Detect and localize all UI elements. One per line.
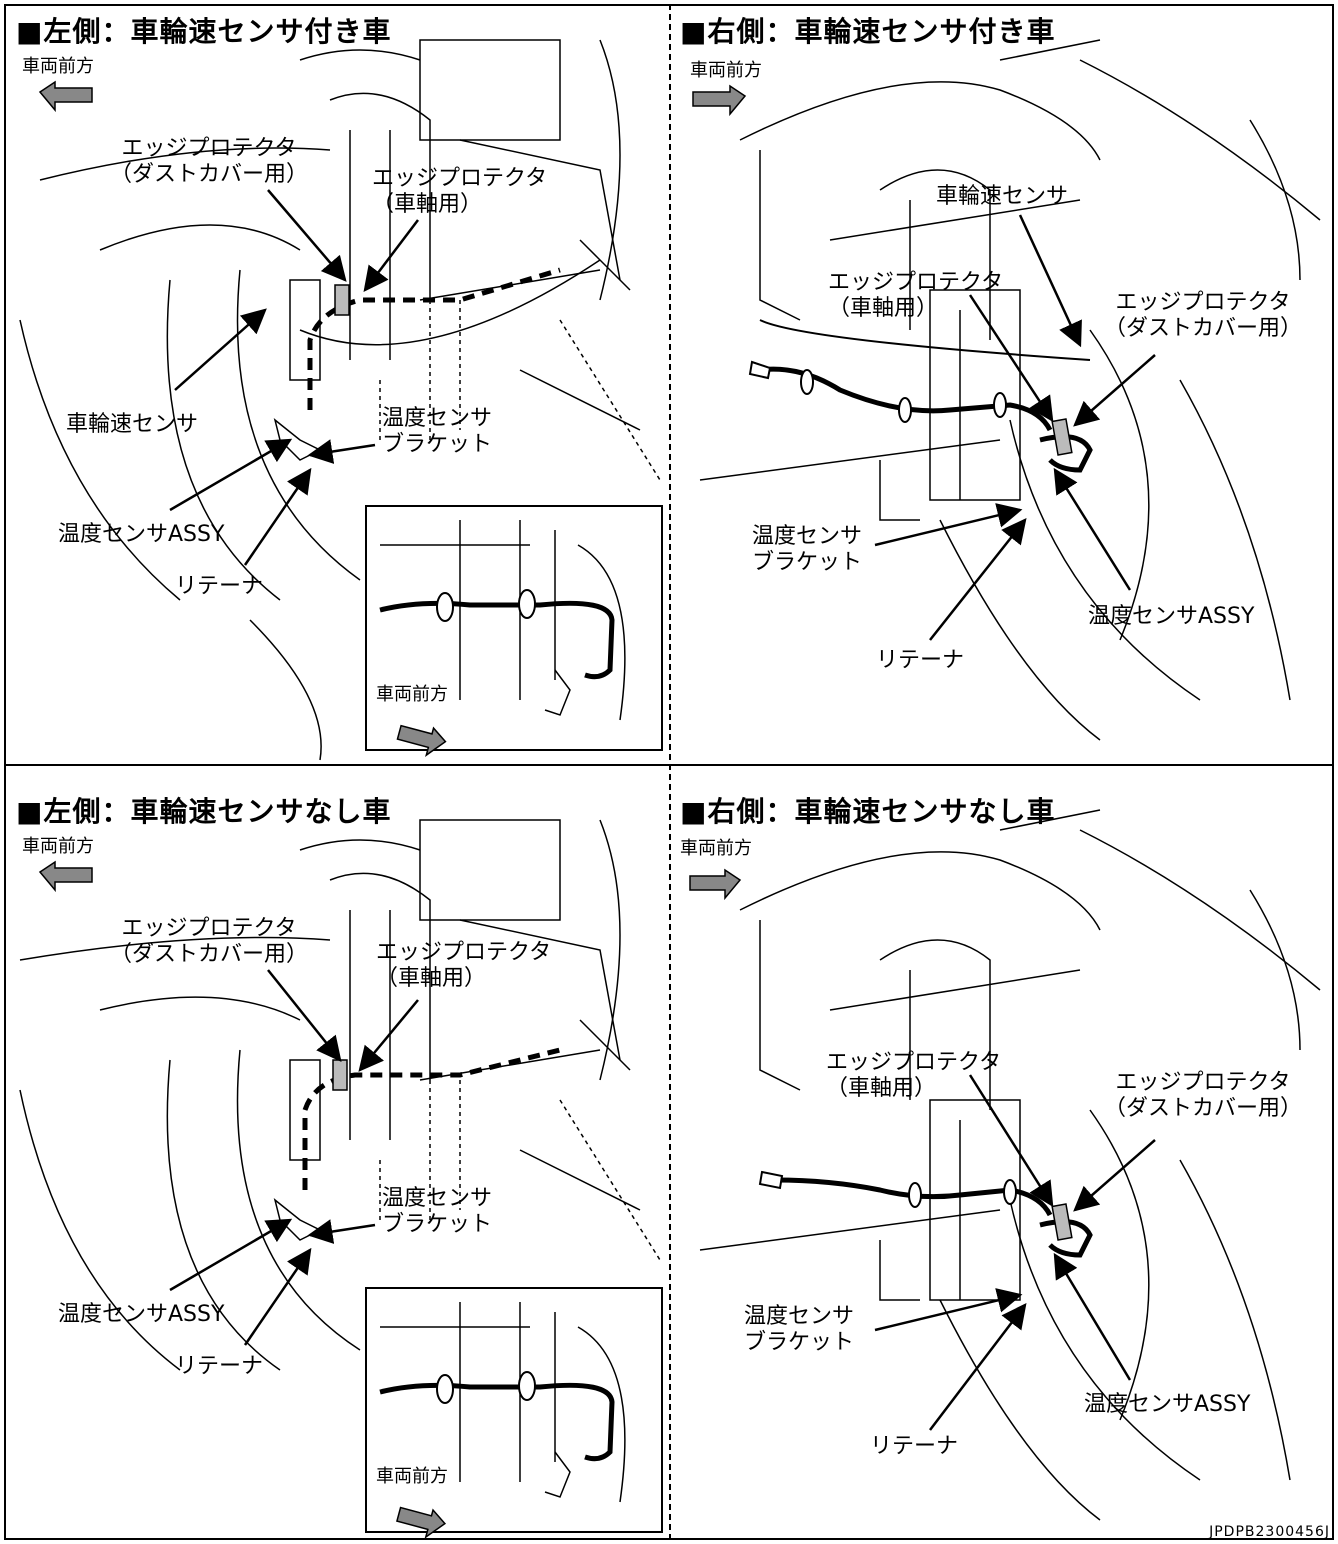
bottom-left-title: ■左側：車輪速センサなし車 — [16, 795, 392, 828]
top-right-illustration — [699, 39, 1321, 741]
top-right-temp-sensor-assy: 温度センサASSY — [1088, 604, 1255, 629]
bottom-right-leaders — [874, 1074, 1156, 1431]
figure-code: JPDPB2300456J — [1209, 1524, 1330, 1540]
top-right-front-label: 車両前方 — [690, 60, 762, 81]
top-left-title: ■左側：車輪速センサ付き車 — [16, 15, 392, 48]
bottom-right-title: ■右側：車輪速センサなし車 — [680, 795, 1056, 828]
top-left-leaders — [169, 189, 419, 566]
bottom-left-edge-protector-dust-cover: エッジプロテクタ （ダストカバー用） — [110, 916, 309, 967]
top-left-front-label: 車両前方 — [22, 56, 94, 77]
top-right-temp-sensor-bracket: 温度センサ ブラケット — [752, 524, 863, 575]
top-left-inset-front-label: 車両前方 — [376, 684, 448, 705]
bottom-right-temp-sensor-assy: 温度センサASSY — [1084, 1392, 1251, 1417]
bottom-right-front-arrow-icon — [689, 868, 742, 901]
bottom-left-temp-sensor-bracket: 温度センサ ブラケット — [382, 1186, 493, 1237]
bottom-left-temp-sensor-assy: 温度センサASSY — [58, 1302, 225, 1327]
top-left-front-arrow-icon — [38, 80, 93, 113]
bottom-left-front-label: 車両前方 — [22, 836, 94, 857]
top-left-illustration — [19, 39, 661, 761]
bottom-left-inset-front-label: 車両前方 — [376, 1466, 448, 1487]
top-left-edge-protector-axle: エッジプロテクタ （車軸用） — [372, 166, 548, 217]
bottom-left-illustration — [19, 819, 661, 1371]
top-right-edge-protector-dust-cover: エッジプロテクタ （ダストカバー用） — [1104, 290, 1303, 341]
top-left-edge-protector-dust-cover: エッジプロテクタ （ダストカバー用） — [110, 136, 309, 187]
bottom-left-leaders — [169, 969, 419, 1346]
bottom-left-inset-front-arrow-icon — [396, 1506, 447, 1539]
bottom-left-inset — [365, 1287, 663, 1533]
bottom-right-edge-protector-dust-cover: エッジプロテクタ （ダストカバー用） — [1104, 1070, 1303, 1121]
top-right-edge-protector-axle: エッジプロテクタ （車軸用） — [828, 270, 1004, 321]
top-left-inset-front-arrow-icon — [396, 724, 447, 757]
column-divider — [669, 4, 671, 1540]
top-right-title: ■右側：車輪速センサ付き車 — [680, 15, 1056, 48]
bottom-left-edge-protector-axle: エッジプロテクタ （車軸用） — [376, 940, 552, 991]
top-right-wheel-speed-sensor: 車輪速センサ — [936, 184, 1069, 209]
bottom-right-retainer: リテーナ — [870, 1434, 959, 1459]
top-right-retainer: リテーナ — [876, 648, 965, 673]
top-left-temp-sensor-bracket: 温度センサ ブラケット — [382, 406, 493, 457]
bottom-left-front-arrow-icon — [38, 860, 93, 893]
bottom-right-temp-sensor-bracket: 温度センサ ブラケット — [744, 1304, 855, 1355]
top-left-retainer: リテーナ — [175, 574, 264, 599]
bottom-left-retainer: リテーナ — [175, 1354, 264, 1379]
top-left-temp-sensor-assy: 温度センサASSY — [58, 522, 225, 547]
bottom-right-front-label: 車両前方 — [680, 838, 752, 859]
bottom-right-edge-protector-axle: エッジプロテクタ （車軸用） — [826, 1050, 1002, 1101]
top-right-front-arrow-icon — [692, 84, 747, 117]
top-left-inset — [365, 505, 663, 751]
top-left-wheel-speed-sensor: 車輪速センサ — [66, 412, 199, 437]
top-right-leaders — [874, 214, 1156, 641]
top-right-harness — [748, 319, 1093, 473]
